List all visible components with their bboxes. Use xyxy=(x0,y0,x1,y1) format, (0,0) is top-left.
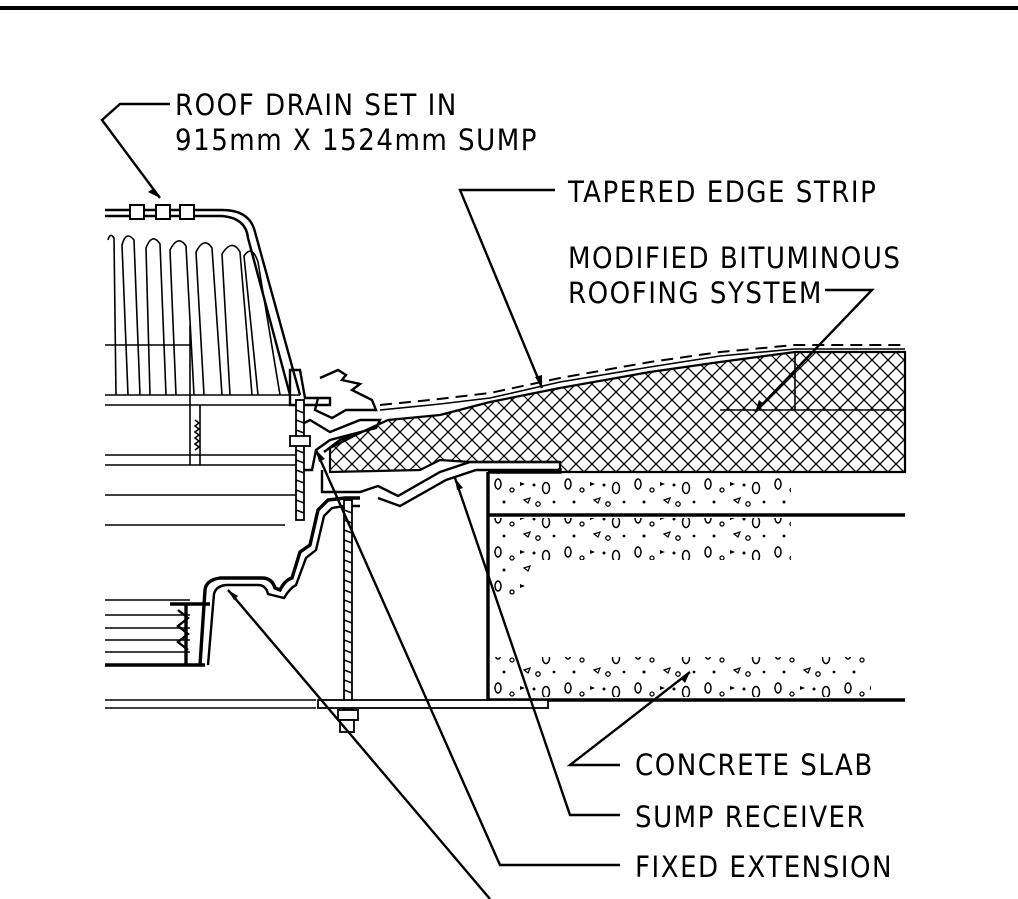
concrete-slab xyxy=(486,468,905,702)
leader-sump-receiver xyxy=(453,477,620,817)
label-roof-drain-line2: 915mm X 1524mm SUMP xyxy=(175,123,538,157)
label-roof-drain-line1: ROOF DRAIN SET IN xyxy=(175,88,458,122)
label-sump-receiver: SUMP RECEIVER xyxy=(635,800,866,834)
clamp-ring xyxy=(288,368,560,733)
leader-bottom xyxy=(227,589,491,899)
drain-body xyxy=(105,454,360,709)
leader-fixed-extension xyxy=(314,449,620,867)
label-modified-bituminous-line1: MODIFIED BITUMINOUS xyxy=(568,241,901,275)
leader-lines xyxy=(100,102,875,899)
label-modified-bituminous-line2: ROOFING SYSTEM xyxy=(568,276,823,310)
roof-drain-dome xyxy=(105,204,302,465)
roofing-insulation xyxy=(328,344,907,474)
leader-roofing-system xyxy=(754,288,875,413)
label-fixed-extension: FIXED EXTENSION xyxy=(635,850,893,884)
label-tapered-edge-strip: TAPERED EDGE STRIP xyxy=(567,175,877,209)
leader-tapered-edge xyxy=(458,188,555,389)
leader-concrete-slab xyxy=(566,671,691,767)
label-concrete-slab: CONCRETE SLAB xyxy=(635,748,874,782)
leader-roof-drain xyxy=(100,102,170,199)
